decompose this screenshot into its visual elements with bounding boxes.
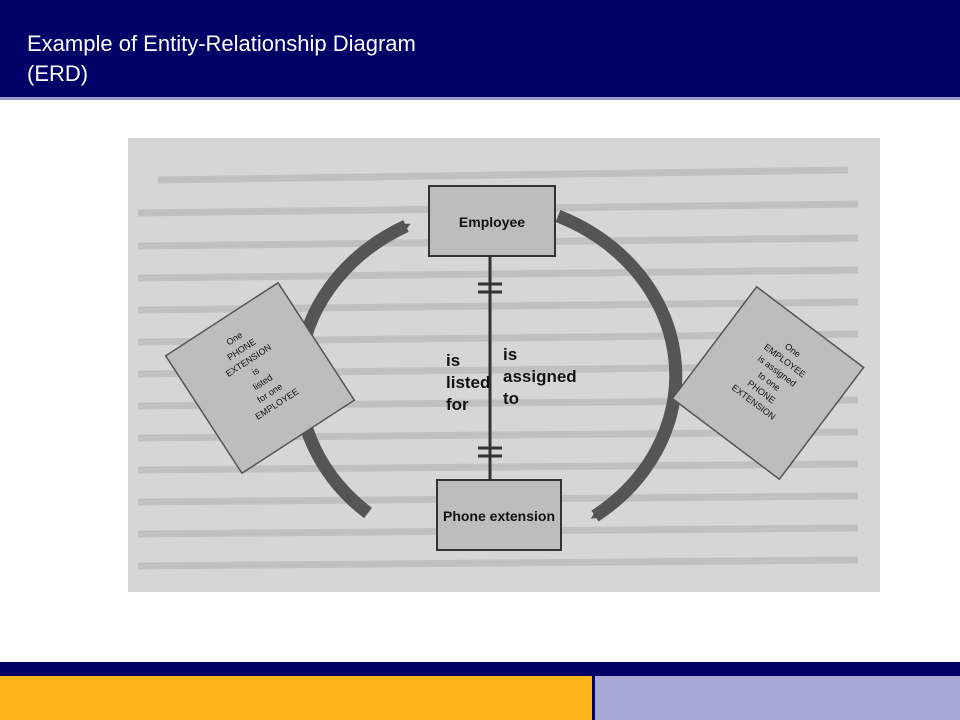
footer-divider [592,676,595,720]
rel-left-word-3: for [446,395,469,414]
slide-title-line-1: Example of Entity-Relationship Diagram [27,31,416,56]
cardinality-mark-top [478,282,502,294]
slide-header [0,0,960,97]
left-note: One PHONE EXTENSION is listed for one EM… [164,281,356,475]
phone-extension-entity: Phone extension [436,479,562,551]
phone-extension-entity-label: Phone extension [443,508,555,524]
cardinality-mark-bottom [478,446,502,458]
footer-bar-blue [595,676,960,720]
footer-bar-dark [0,662,960,676]
relationship-label-left: is listed for [446,351,490,414]
slide-title: Example of Entity-Relationship Diagram (… [27,29,416,89]
rel-left-word-1: is [446,351,460,370]
header-divider [0,97,960,100]
footer-bar-orange [0,676,592,720]
right-curved-arrow [555,209,683,522]
slide-title-line-2: (ERD) [27,61,89,86]
rel-left-word-2: listed [446,373,490,392]
right-note: One EMPLOYEE is assigned to one PHONE EX… [671,285,865,481]
employee-entity: Employee [428,185,556,257]
relationship-label-right: is assigned to [503,345,577,408]
rel-right-word-1: is [503,345,517,364]
rel-right-word-2: assigned [503,367,577,386]
left-note-line-4: is [250,365,261,377]
erd-figure: Employee Phone extension is listed for i… [128,138,880,592]
erd-diagram: Employee Phone extension is listed for i… [137,166,865,570]
rel-right-word-3: to [503,389,519,408]
employee-entity-label: Employee [459,214,525,230]
